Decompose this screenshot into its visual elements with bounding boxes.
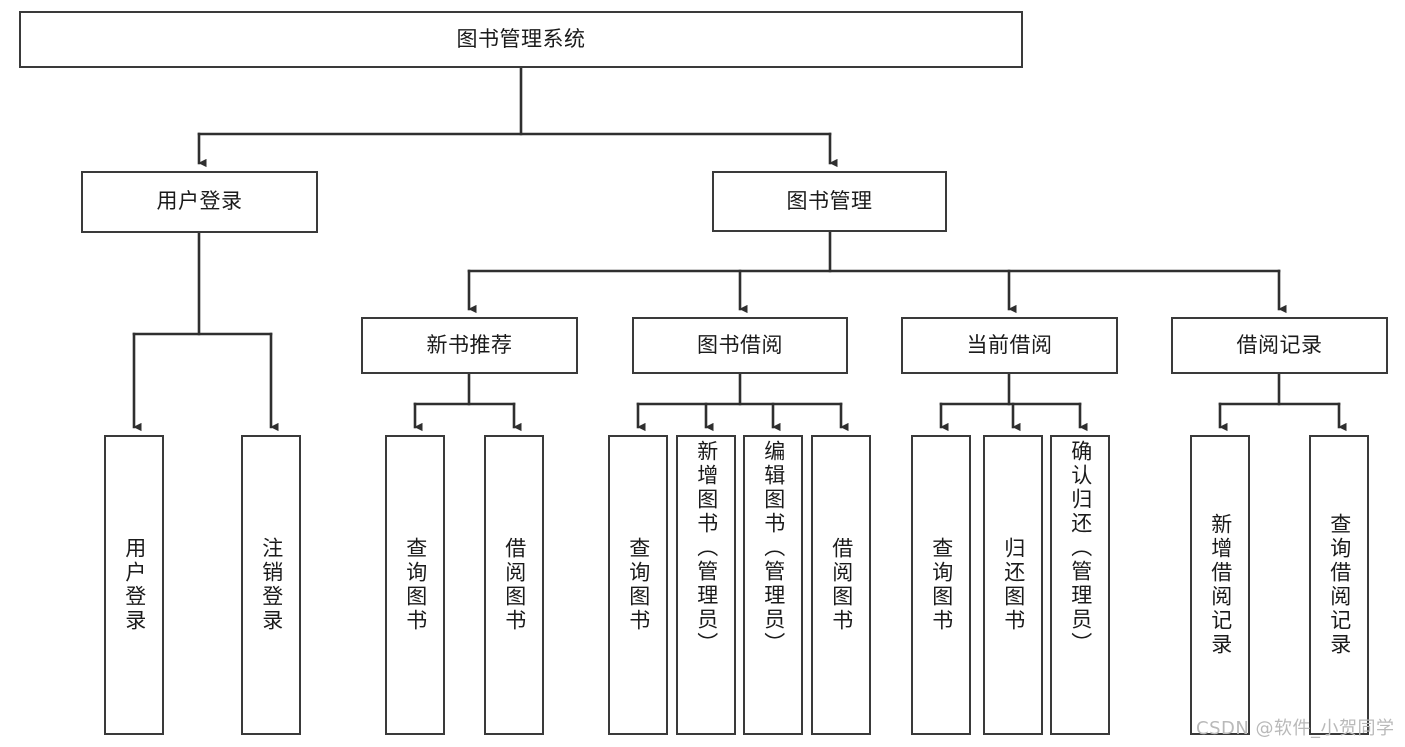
node-label: 借阅记录 [1236,332,1323,357]
node-label: 图书管理 [786,188,873,213]
node-label: 查询图书 [403,537,428,633]
node-label: 注销登录 [259,537,284,633]
node-leaf-return-book[interactable]: 归还图书 [983,435,1043,735]
node-leaf-query-book-recommend[interactable]: 查询图书 [385,435,445,735]
node-current-borrow[interactable]: 当前借阅 [901,317,1118,374]
node-label: 新书推荐 [426,332,513,357]
node-leaf-user-login[interactable]: 用户登录 [104,435,164,735]
node-user-login[interactable]: 用户登录 [81,171,318,233]
node-label: 新增借阅记录 [1208,513,1233,657]
node-label: 查询借阅记录 [1327,513,1352,657]
node-leaf-query-book-current[interactable]: 查询图书 [911,435,971,735]
node-label: 图书管理系统 [456,26,586,51]
node-label: 确认归还（管理员） [1068,440,1093,656]
node-label: 图书借阅 [697,332,783,357]
node-label: 用户登录 [122,537,147,633]
node-leaf-query-borrow-record[interactable]: 查询借阅记录 [1309,435,1369,735]
node-label: 归还图书 [1001,537,1026,633]
node-leaf-add-borrow-record[interactable]: 新增借阅记录 [1190,435,1250,735]
node-leaf-edit-book-admin[interactable]: 编辑图书（管理员） [743,435,803,735]
node-book-borrow[interactable]: 图书借阅 [632,317,848,374]
node-label: 编辑图书（管理员） [761,440,786,656]
node-leaf-borrow-book[interactable]: 借阅图书 [811,435,871,735]
node-label: 借阅图书 [502,537,527,633]
node-label: 新增图书（管理员） [694,440,719,656]
node-leaf-query-book-borrow[interactable]: 查询图书 [608,435,668,735]
node-book-management[interactable]: 图书管理 [712,171,947,232]
node-label: 用户登录 [156,189,243,214]
node-leaf-user-logout[interactable]: 注销登录 [241,435,301,735]
node-label: 借阅图书 [829,537,854,633]
node-book-management-system[interactable]: 图书管理系统 [19,11,1023,68]
node-leaf-add-book-admin[interactable]: 新增图书（管理员） [676,435,736,735]
node-borrow-record[interactable]: 借阅记录 [1171,317,1388,374]
node-new-book-recommend[interactable]: 新书推荐 [361,317,578,374]
node-label: 查询图书 [929,537,954,633]
node-leaf-borrow-book-recommend[interactable]: 借阅图书 [484,435,544,735]
node-leaf-confirm-return-admin[interactable]: 确认归还（管理员） [1050,435,1110,735]
node-label: 查询图书 [626,537,651,633]
node-label: 当前借阅 [966,332,1053,357]
